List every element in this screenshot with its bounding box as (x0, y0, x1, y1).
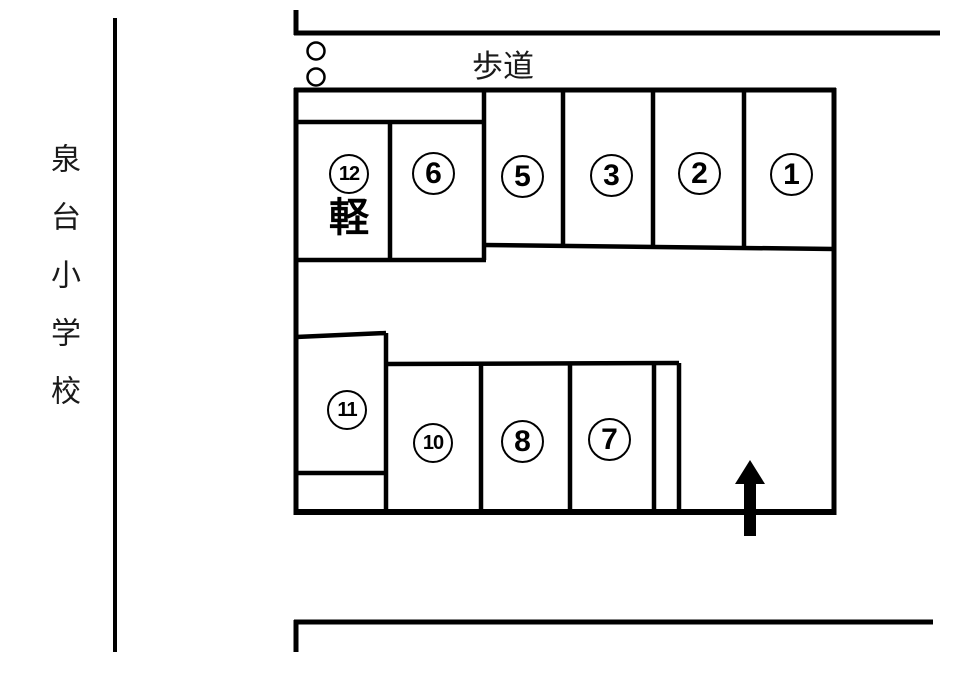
boundary-marker-icon (306, 41, 326, 61)
space-11-top-line (295, 330, 387, 340)
space-number-2: 2 (678, 152, 721, 195)
space-number-1: 1 (770, 153, 813, 196)
top-row-bottom-line (483, 242, 835, 252)
space-number-12: 12 (329, 154, 369, 194)
space-number-10: 10 (413, 423, 453, 463)
bottom-row-top-line (385, 360, 680, 367)
space-number-11: 11 (327, 390, 367, 430)
entrance-arrow-icon (735, 460, 765, 536)
sidewalk-label: 歩道 (472, 49, 534, 84)
kei-car-label: 軽 (329, 196, 369, 240)
space-number-5: 5 (501, 155, 544, 198)
school-name-label: 泉台小学校 (46, 143, 79, 433)
space-number-8: 8 (501, 420, 544, 463)
space-number-7: 7 (588, 418, 631, 461)
space-number-3: 3 (590, 154, 633, 197)
space-number-6: 6 (412, 152, 455, 195)
boundary-marker-icon (306, 67, 326, 87)
